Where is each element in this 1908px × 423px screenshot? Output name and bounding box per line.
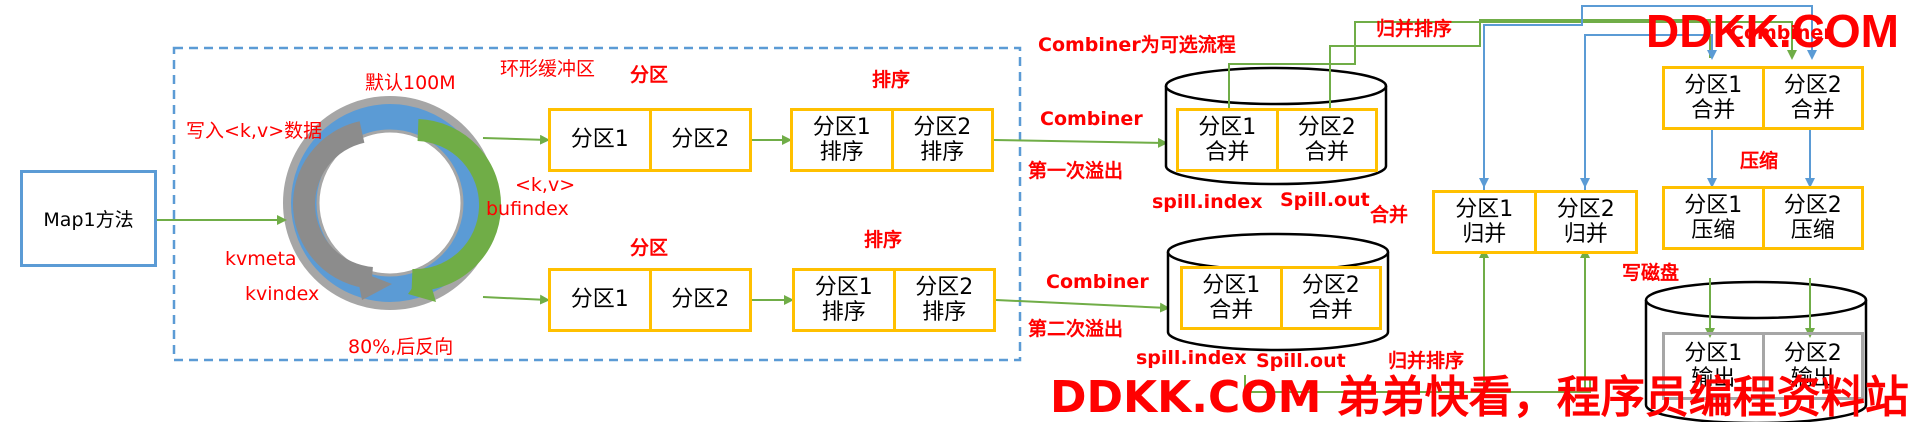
ring-green-arrowhead — [408, 268, 436, 302]
ring-gray-arrow — [293, 121, 374, 289]
write-kv-label: 写入<k,v>数据 — [186, 120, 323, 142]
partition-2-merge-cell: 分区2 合并 — [1761, 69, 1862, 127]
first-spill-label: 第一次溢出 — [1028, 160, 1124, 182]
ring-buffer-graphic — [283, 96, 502, 310]
watermark-top: DDKK.COM — [1646, 5, 1899, 57]
sort-box-bottom: 分区1 排序 分区2 排序 — [792, 268, 996, 332]
ring-green-arrow — [411, 119, 502, 292]
combiner-label-top: Combiner — [1040, 108, 1143, 130]
partition-1-merge-cell: 分区1 合并 — [1202, 272, 1261, 323]
spill-index-label-bottom: spill.index — [1136, 347, 1247, 369]
merge-sort-label-top: 归并排序 — [1376, 18, 1453, 40]
partition-2-guibing-cell: 分区2 归并 — [1533, 193, 1636, 251]
output-box: 分区1 输出 分区2 输出 — [1662, 332, 1864, 400]
partition-2-compress-cell: 分区2 压缩 — [1761, 189, 1862, 247]
partition-1-output-cell: 分区1 输出 — [1684, 340, 1743, 391]
arrow-sort-to-disk-top — [993, 137, 1168, 148]
merge-box-bottom: 分区1 合并 分区2 合并 — [1180, 266, 1382, 330]
merge-label: 合并 — [1370, 204, 1409, 226]
arrow-ring-to-partition-top — [482, 134, 550, 145]
partition-2-merge-cell: 分区2 合并 — [1279, 269, 1380, 327]
arrow-sort-to-disk-bottom — [995, 299, 1170, 313]
arrow-ring-to-partition-bottom — [482, 294, 550, 305]
merge-lines-blue — [1479, 5, 1817, 190]
partition-1-sort-cell: 分区1 排序 — [814, 274, 873, 325]
partition-2-cell: 分区2 — [648, 271, 750, 329]
combiner-label-bottom: Combiner — [1046, 271, 1149, 293]
spill-out-label-bottom: Spill.out — [1256, 350, 1346, 372]
partition-box-top: 分区1 分区2 — [548, 108, 752, 172]
kvindex-label: kvindex — [245, 283, 320, 305]
partition-1-sort-cell: 分区1 排序 — [812, 114, 871, 165]
ring-gray-arrowhead — [356, 270, 392, 300]
kv-label: <k,v> — [515, 174, 576, 196]
map-method-box: Map1方法 — [20, 170, 157, 267]
merge-box-top: 分区1 合并 分区2 合并 — [1176, 108, 1378, 172]
watermark-bottom: DDKK.COM 弟弟快看，程序员编程资料站 — [1050, 372, 1908, 423]
combiner-optional-label: Combiner为可选流程 — [1038, 34, 1236, 56]
partition-1-guibing-cell: 分区1 归并 — [1455, 196, 1514, 247]
default-100m-label: 默认100M — [365, 72, 456, 94]
merge-sort-label-bottom: 归并排序 — [1388, 350, 1465, 372]
partition-2-merge-cell: 分区2 合并 — [1275, 111, 1376, 169]
partition-2-cell: 分区2 — [648, 111, 750, 169]
partition-1-merge-cell: 分区1 合并 — [1684, 72, 1743, 123]
map-method-label: Map1方法 — [43, 209, 134, 231]
partition-heading-bottom: 分区 — [630, 237, 669, 259]
partition-1-compress-cell: 分区1 压缩 — [1684, 192, 1743, 243]
partition-2-sort-cell: 分区2 排序 — [892, 271, 994, 329]
combiner-label-right: Combiner — [1730, 22, 1833, 44]
sort-heading-bottom: 排序 — [864, 229, 903, 251]
partition-1-cell: 分区1 — [570, 127, 629, 153]
merge-lines-green — [1228, 19, 1815, 393]
spill-index-label-top: spill.index — [1152, 191, 1263, 213]
partition-heading-top: 分区 — [630, 64, 669, 86]
partition-2-sort-cell: 分区2 排序 — [890, 111, 992, 169]
ring-inner — [316, 129, 464, 277]
partition-1-cell: 分区1 — [570, 287, 629, 313]
compress-box: 分区1 压缩 分区2 压缩 — [1662, 186, 1864, 250]
bufindex-label: bufindex — [486, 198, 569, 220]
partition-2-output-cell: 分区2 输出 — [1761, 335, 1862, 397]
partition-1-merge-cell: 分区1 合并 — [1198, 114, 1257, 165]
kvmeta-label: kvmeta — [225, 248, 297, 270]
combiner-merge-box: 分区1 合并 分区2 合并 — [1662, 66, 1864, 130]
second-spill-label: 第二次溢出 — [1028, 318, 1124, 340]
spill-out-label-top: Spill.out — [1280, 189, 1370, 211]
sort-heading-top: 排序 — [872, 69, 911, 91]
reverse-80-label: 80%,后反向 — [348, 336, 454, 358]
guibing-box: 分区1 归并 分区2 归并 — [1432, 190, 1638, 254]
write-disk-label: 写磁盘 — [1622, 262, 1680, 284]
partition-box-bottom: 分区1 分区2 — [548, 268, 752, 332]
sort-box-top: 分区1 排序 分区2 排序 — [790, 108, 994, 172]
compress-label: 压缩 — [1740, 150, 1779, 172]
ring-buffer-label: 环形缓冲区 — [500, 58, 596, 80]
ring-buffer-region — [172, 46, 1022, 362]
